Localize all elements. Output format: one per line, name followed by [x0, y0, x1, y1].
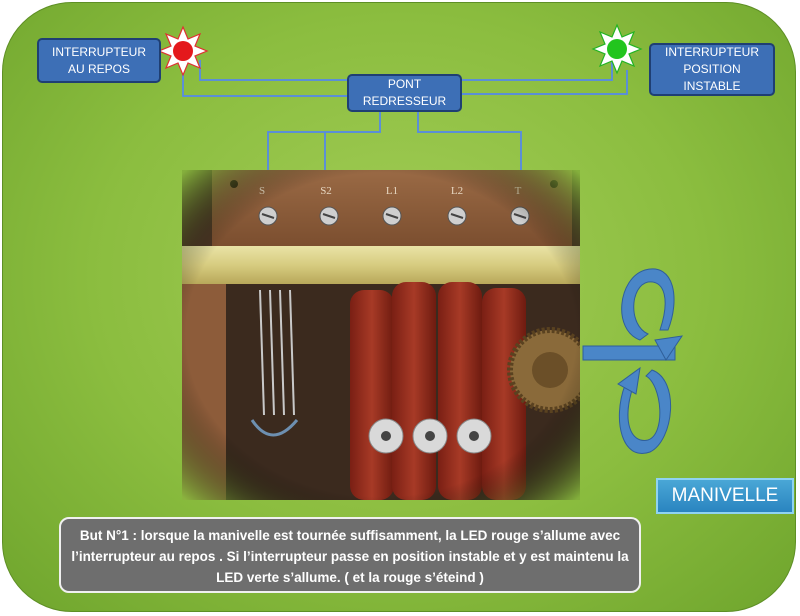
wire-red-led-outer [182, 68, 348, 97]
label-interrupteur-repos: INTERRUPTEUR AU REPOS [37, 38, 161, 83]
caption-box: But N°1 : lorsque la manivelle est tourn… [59, 517, 641, 593]
wire-green-led-inner [462, 62, 613, 81]
green-led-icon [591, 23, 643, 75]
red-led-icon [157, 25, 209, 77]
label-pont-redresseur: PONT REDRESSEUR [347, 74, 462, 112]
manivelle-label: MANIVELLE [656, 478, 794, 514]
wire-green-led-outer [462, 70, 628, 95]
mechanism-photo: S S2 L1 L2 T [182, 170, 580, 500]
label-interrupteur-instable: INTERRUPTEUR POSITION INSTABLE [649, 43, 775, 96]
crank-shaft [582, 345, 676, 361]
